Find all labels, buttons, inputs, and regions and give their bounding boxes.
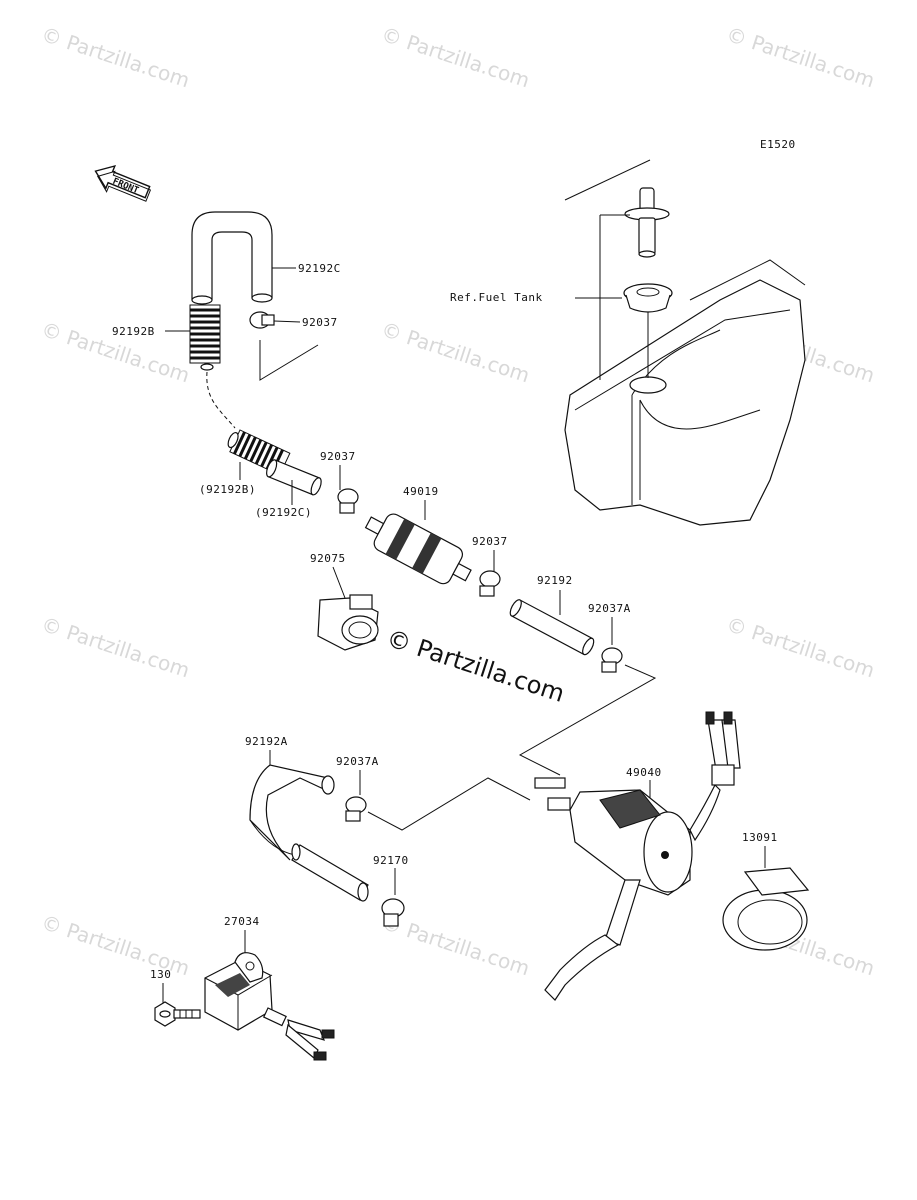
label-92192a: 92192A [245,735,288,748]
clamp-92037a-top [601,647,623,673]
label-49040: 49040 [626,766,662,779]
bolt-130 [154,1001,201,1027]
clamp-92037a-low [345,796,367,822]
label-130: 130 [150,968,171,981]
label-92037a-low: 92037A [336,755,379,768]
label-92037-mid: 92037 [320,450,356,463]
fuel-filter-49019 [364,513,472,585]
hose-92192c [191,211,273,305]
band-13091 [722,867,810,951]
spring-92192b [189,304,221,371]
front-arrow-icon: FRONT [94,164,152,202]
label-92037-right: 92037 [472,535,508,548]
label-49019: 49019 [403,485,439,498]
switch-27034 [204,952,335,1061]
watermark: © Partzilla.com [38,612,192,683]
clamp-92170 [381,898,405,927]
hose-92192c-short [266,459,322,496]
watermark-main: © Partzilla.com [383,624,568,708]
clamp-92037 [249,311,275,329]
band-92075 [317,594,379,651]
label-92037a-top: 92037A [588,602,631,615]
watermark: © Partzilla.com [723,612,877,683]
fuel-pump-49040 [534,777,721,1001]
watermark: © Partzilla.com [723,22,877,93]
watermark: © Partzilla.com [378,910,532,981]
pump-connector [705,711,741,786]
watermark: © Partzilla.com [38,22,192,93]
hose-92192 [509,599,595,656]
clamp-92037-mid [337,488,359,514]
label-92170: 92170 [373,854,409,867]
label-92037-top: 92037 [302,316,338,329]
grommet [623,283,673,313]
label-27034: 27034 [224,915,260,928]
label-92192b: 92192B [112,325,155,338]
fuel-tank [564,159,806,526]
label-92075: 92075 [310,552,346,565]
label-92192b-paren: (92192B) [199,483,256,496]
watermark: © Partzilla.com [378,22,532,93]
ref-fuel-tank-label: Ref.Fuel Tank [450,291,543,304]
breather-fitting [624,187,670,258]
hose-92192a [249,764,369,902]
label-92192c: 92192C [298,262,341,275]
watermark: © Partzilla.com [378,317,532,388]
ref-fuel-tank-leader [575,214,630,380]
label-92192: 92192 [537,574,573,587]
diagram-code: E1520 [760,138,796,151]
clamp-92037-right [479,570,501,597]
label-13091: 13091 [742,831,778,844]
label-92192c-paren: (92192C) [255,506,312,519]
